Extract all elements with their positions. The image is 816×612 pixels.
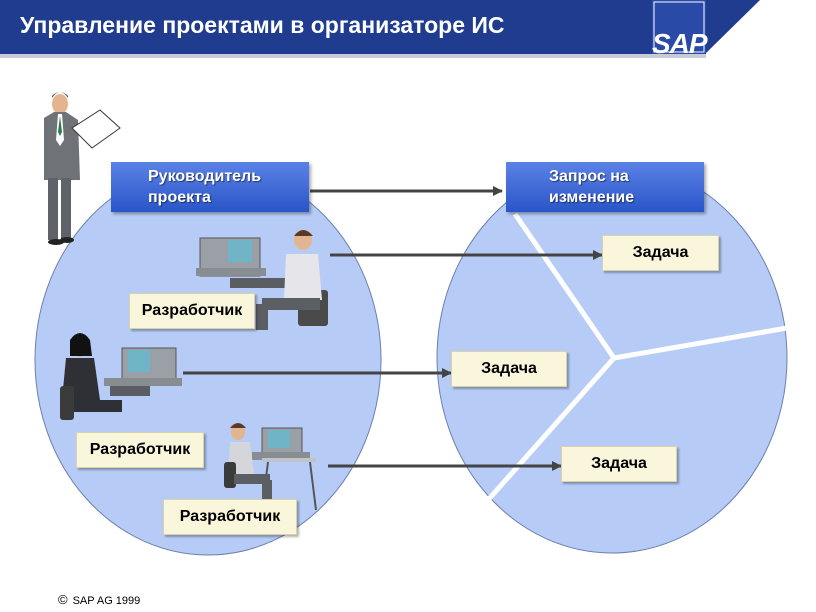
copyright-footer: © SAP AG 1999 [58,592,140,607]
developer-2-figure-icon [60,333,182,420]
developer-label-1: Разработчик [129,293,255,329]
change-request-box: Запрос на изменение [506,162,704,212]
project-manager-box: Руководитель проекта [111,162,309,212]
copyright-text: SAP AG 1999 [72,595,141,607]
developer-3-figure-icon [224,423,317,511]
task-label-3: Задача [561,446,677,482]
page-title: Управление проектами в организаторе ИС [20,12,505,38]
project-manager-label: Руководитель проекта [148,168,262,206]
developer-label-2: Разработчик [76,432,204,468]
developer-1-figure-icon [196,230,328,330]
header-banner: Управление проектами в организаторе ИС S… [0,0,772,59]
change-request-label: Запрос на изменение [549,168,635,206]
manager-figure-icon [44,92,121,245]
sap-logo: SAP [652,28,708,59]
task-label-2: Задача [451,351,567,387]
task-label-1: Задача [602,235,719,271]
copyright-symbol: © [58,592,68,607]
developer-label-3: Разработчик [163,499,297,535]
